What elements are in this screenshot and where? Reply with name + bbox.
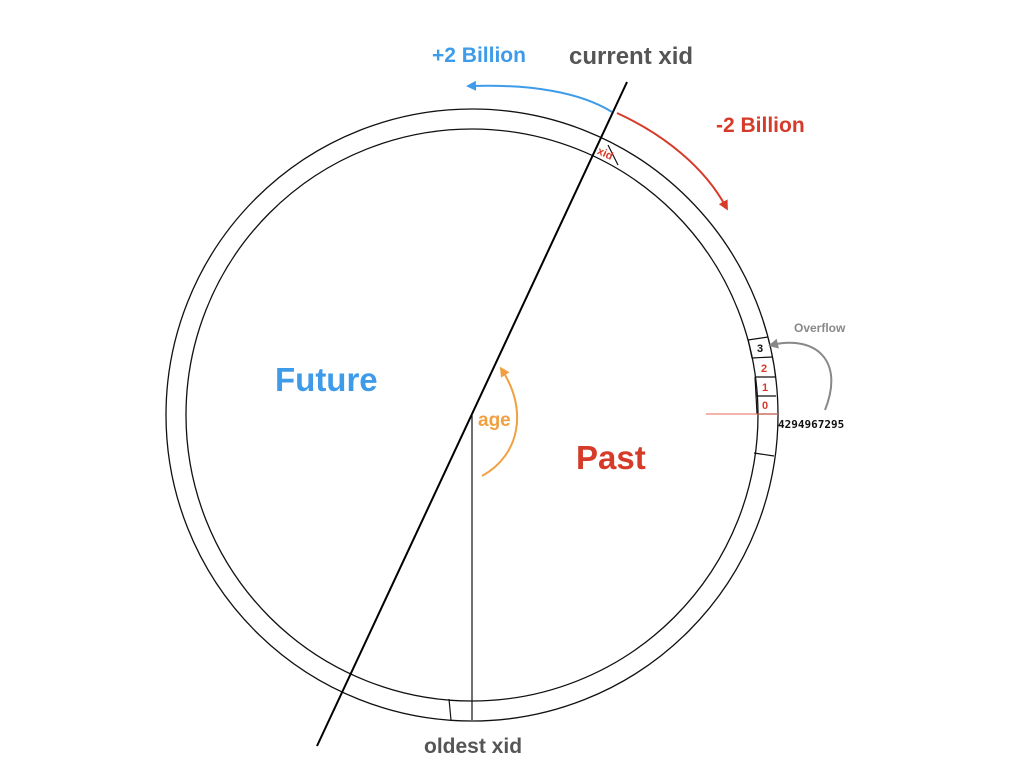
past-label: Past: [576, 439, 646, 476]
max-xid-label: 4294967295: [778, 418, 844, 431]
minus-billion-label: -2 Billion: [716, 114, 805, 137]
plus-billion-label: +2 Billion: [432, 44, 526, 67]
oldest-slot-divider: [448, 698, 452, 721]
xid-slot-divider: [607, 144, 619, 166]
slot-1: 1: [762, 382, 768, 394]
slot-3: 3: [757, 343, 763, 355]
minus-billion-arrow: [616, 112, 728, 211]
overflow-arrow: [768, 338, 833, 411]
plus-billion-arrow: [466, 80, 613, 113]
slot-2: 2: [761, 363, 767, 375]
oldest-xid-label: oldest xid: [424, 735, 522, 758]
current-xid-label: current xid: [569, 43, 693, 70]
overflow-label: Overflow: [794, 321, 846, 335]
xid-slot-label: xid: [595, 145, 614, 163]
age-label: age: [478, 410, 511, 431]
current-xid-line: [316, 81, 628, 747]
age-arrow: [481, 366, 519, 477]
slot-0: 0: [762, 400, 768, 412]
outer-ring: [165, 108, 779, 722]
future-label: Future: [275, 361, 378, 398]
